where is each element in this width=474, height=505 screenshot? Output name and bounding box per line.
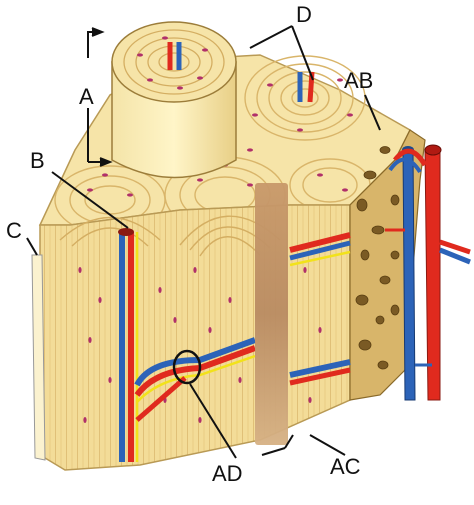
perforating-canal-marker (172, 349, 202, 385)
pointer-lines (26, 25, 381, 459)
periosteal-vessels (385, 144, 471, 401)
label-ab: AB (344, 68, 374, 93)
label-a: A (79, 84, 94, 109)
spongy-bone-pores (355, 146, 400, 370)
label-ad: AD (212, 461, 243, 486)
osteon-cylinder (111, 21, 237, 179)
osteocytes-front (78, 267, 322, 423)
label-ac: AC (330, 454, 361, 479)
label-d: D (296, 2, 312, 27)
obscured-region (255, 183, 288, 445)
haversian-vessels-front (118, 228, 139, 462)
label-b: B (30, 148, 45, 173)
osteocytes-top (87, 78, 353, 197)
label-c: C (6, 218, 22, 243)
periosteum (31, 254, 46, 461)
